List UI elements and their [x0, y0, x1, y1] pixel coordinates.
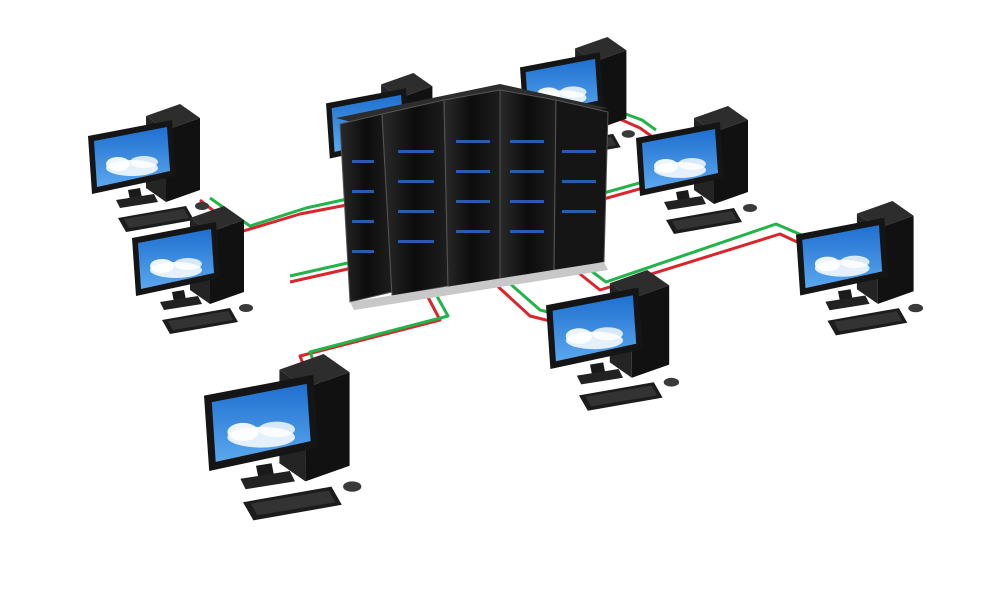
server-rack-3	[443, 89, 501, 289]
workstation-right-middle	[636, 106, 757, 234]
server-rack-cluster	[336, 84, 609, 310]
link-green	[289, 260, 353, 278]
link-red	[289, 266, 353, 284]
server-rack-2	[381, 99, 449, 297]
server-rack-4	[499, 89, 557, 283]
workstation-bottom-left	[204, 354, 362, 521]
workstation-top-left	[88, 104, 209, 232]
workstation-bottom-center	[546, 270, 680, 411]
workstation-far-right	[796, 201, 924, 336]
